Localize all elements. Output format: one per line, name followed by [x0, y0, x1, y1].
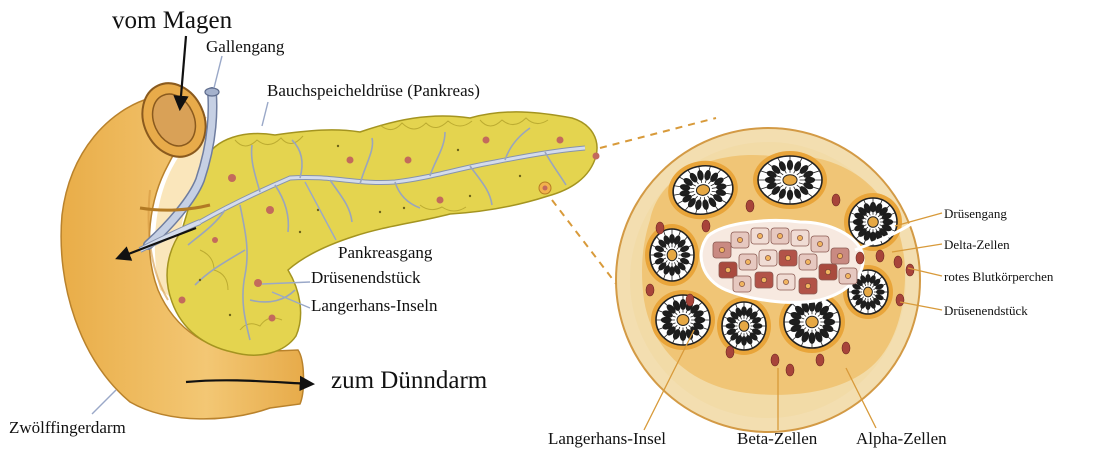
pancreas-body: [167, 112, 597, 355]
label-bauchspeicheldruese: Bauchspeicheldrüse (Pankreas): [267, 82, 480, 99]
label-pankreasgang: Pankreasgang: [338, 244, 432, 261]
red-blood-cell: [646, 284, 654, 296]
red-blood-cell: [686, 294, 694, 306]
label-langerhans-insel: Langerhans-Insel: [548, 430, 666, 447]
label-zwoelffingerdarm: Zwölffingerdarm: [9, 419, 126, 436]
red-blood-cell: [896, 294, 904, 306]
label-beta-zellen: Beta-Zellen: [737, 430, 817, 447]
red-blood-cell: [771, 354, 779, 366]
acinus: [717, 297, 771, 355]
red-blood-cell: [876, 250, 884, 262]
label-druesenendstueck-left: Drüsenendstück: [311, 269, 421, 286]
label-langerhans-inseln: Langerhans-Inseln: [311, 297, 438, 314]
label-druesenendstueck-right: Drüsenendstück: [944, 304, 1028, 317]
pancreas-organ: [167, 112, 599, 355]
label-alpha-zellen: Alpha-Zellen: [856, 430, 947, 447]
magnified-section: [616, 128, 920, 432]
red-blood-cell: [894, 256, 902, 268]
red-blood-cell: [832, 194, 840, 206]
acinus: [651, 290, 715, 350]
red-blood-cell: [726, 346, 734, 358]
label-delta-zellen: Delta-Zellen: [944, 238, 1010, 251]
label-vom-magen: vom Magen: [112, 8, 232, 33]
red-blood-cell: [816, 354, 824, 366]
acinus: [753, 151, 827, 209]
red-blood-cell: [842, 342, 850, 354]
red-blood-cell: [702, 220, 710, 232]
label-rotes-blutkoerperchen: rotes Blutkörperchen: [944, 270, 1053, 283]
red-blood-cell: [746, 200, 754, 212]
red-blood-cell: [656, 222, 664, 234]
acinus: [645, 224, 699, 286]
red-blood-cell: [906, 264, 914, 276]
red-blood-cell: [856, 252, 864, 264]
red-blood-cell: [786, 364, 794, 376]
label-gallengang: Gallengang: [206, 38, 284, 55]
label-zum-duenndarm: zum Dünndarm: [331, 368, 487, 393]
label-druesengang: Drüsengang: [944, 207, 1007, 220]
bile-duct-opening: [205, 88, 219, 96]
